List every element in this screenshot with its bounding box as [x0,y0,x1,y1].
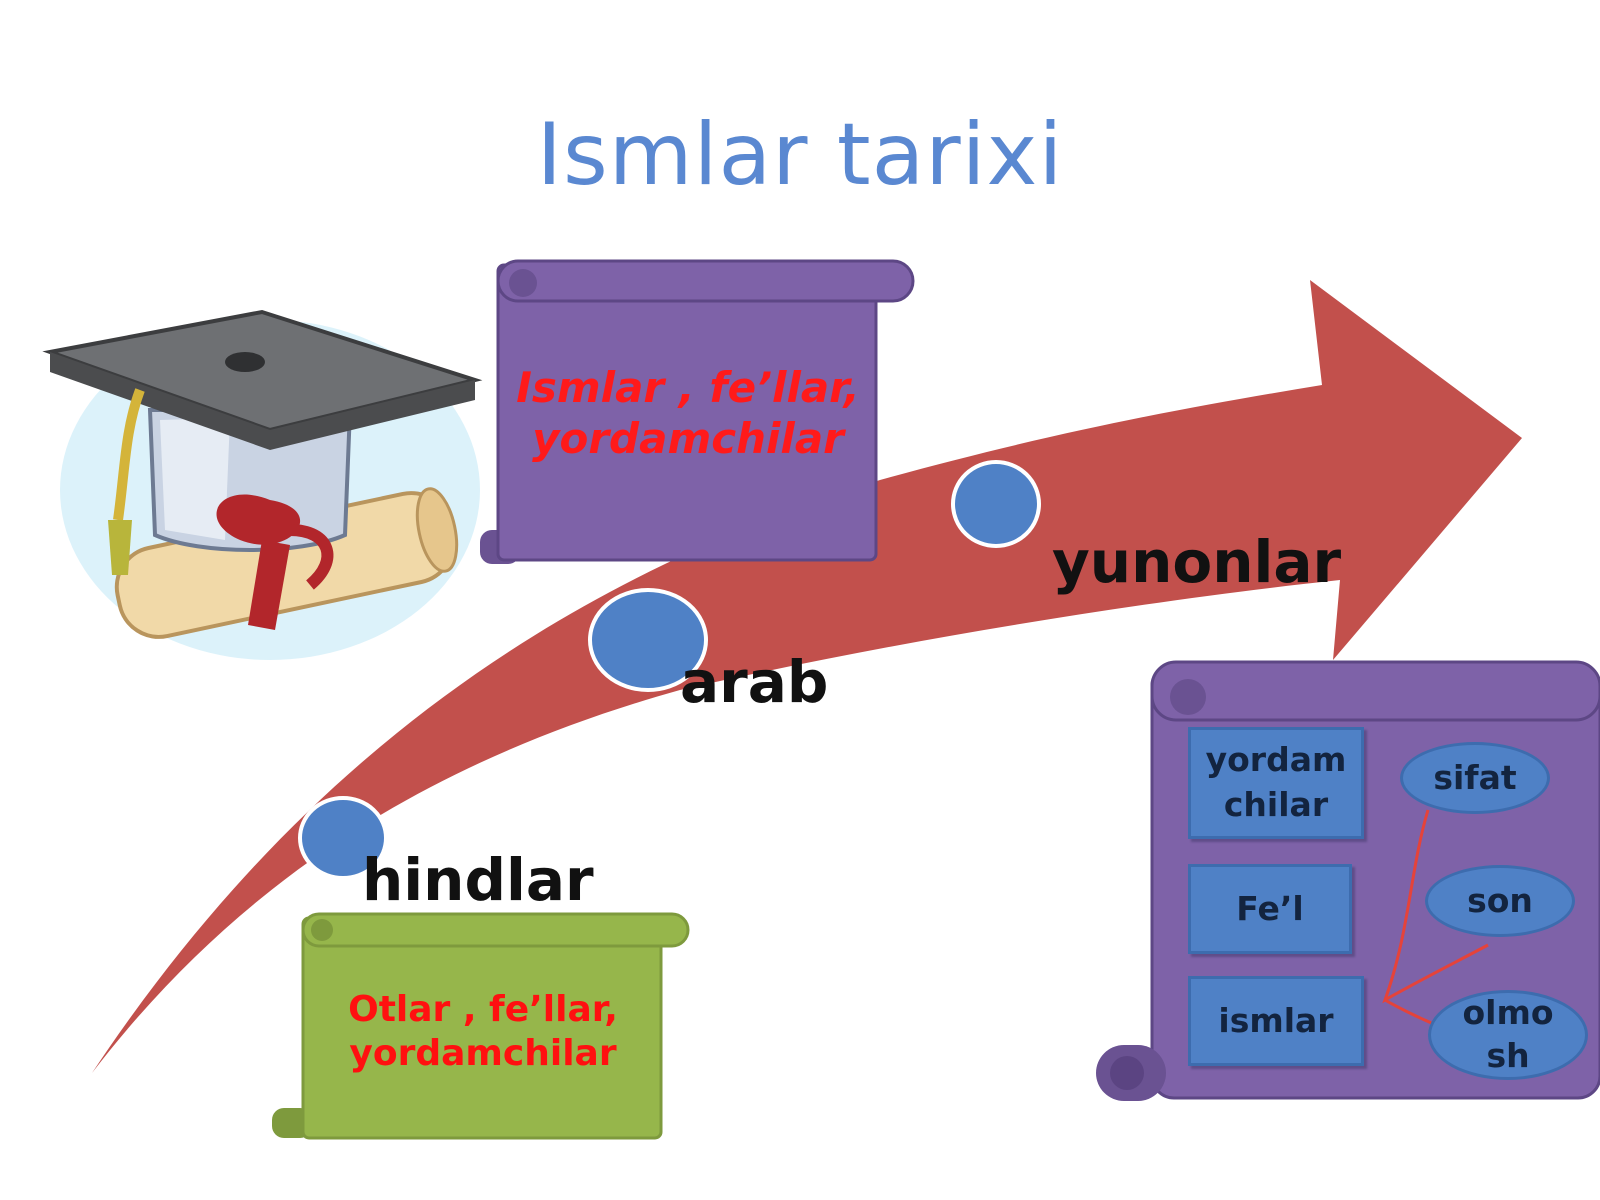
word-class-oval-olmosh: olmo sh [1428,990,1588,1080]
era-label-hindlar: hindlar [362,846,594,914]
scroll-bottom-text: Otlar , fe’llar, yordamchilar [313,988,653,1076]
word-class-box-yordamchilar: yordam chilar [1188,727,1364,839]
scroll-top-line1: Ismlar , fe’llar, [516,363,860,412]
graduation-cap-diploma-icon [42,309,483,660]
scroll-top-text: Ismlar , fe’llar, yordamchilar [508,362,868,464]
timeline-arrow [92,280,1522,1073]
scroll-bottom-line1: Otlar , fe’llar, [348,989,618,1030]
scroll-top [480,259,915,564]
era-label-yunonlar: yunonlar [1052,528,1342,596]
word-class-box-fel: Fe’l [1188,864,1352,954]
timeline-marker-yunonlar [951,460,1041,548]
page-title: Ismlar tarixi [536,105,1064,205]
word-class-oval-sifat: sifat [1400,742,1550,814]
timeline-marker-arab [588,588,708,692]
timeline-marker-hindlar [298,796,388,880]
scroll-bottom-line2: yordamchilar [349,1032,617,1074]
era-label-arab: arab [680,648,829,716]
scroll-bottom [272,912,690,1140]
word-class-oval-son: son [1425,865,1575,937]
word-class-box-ismlar: ismlar [1188,976,1364,1066]
scroll-top-line2: yordamchilar [532,414,844,464]
